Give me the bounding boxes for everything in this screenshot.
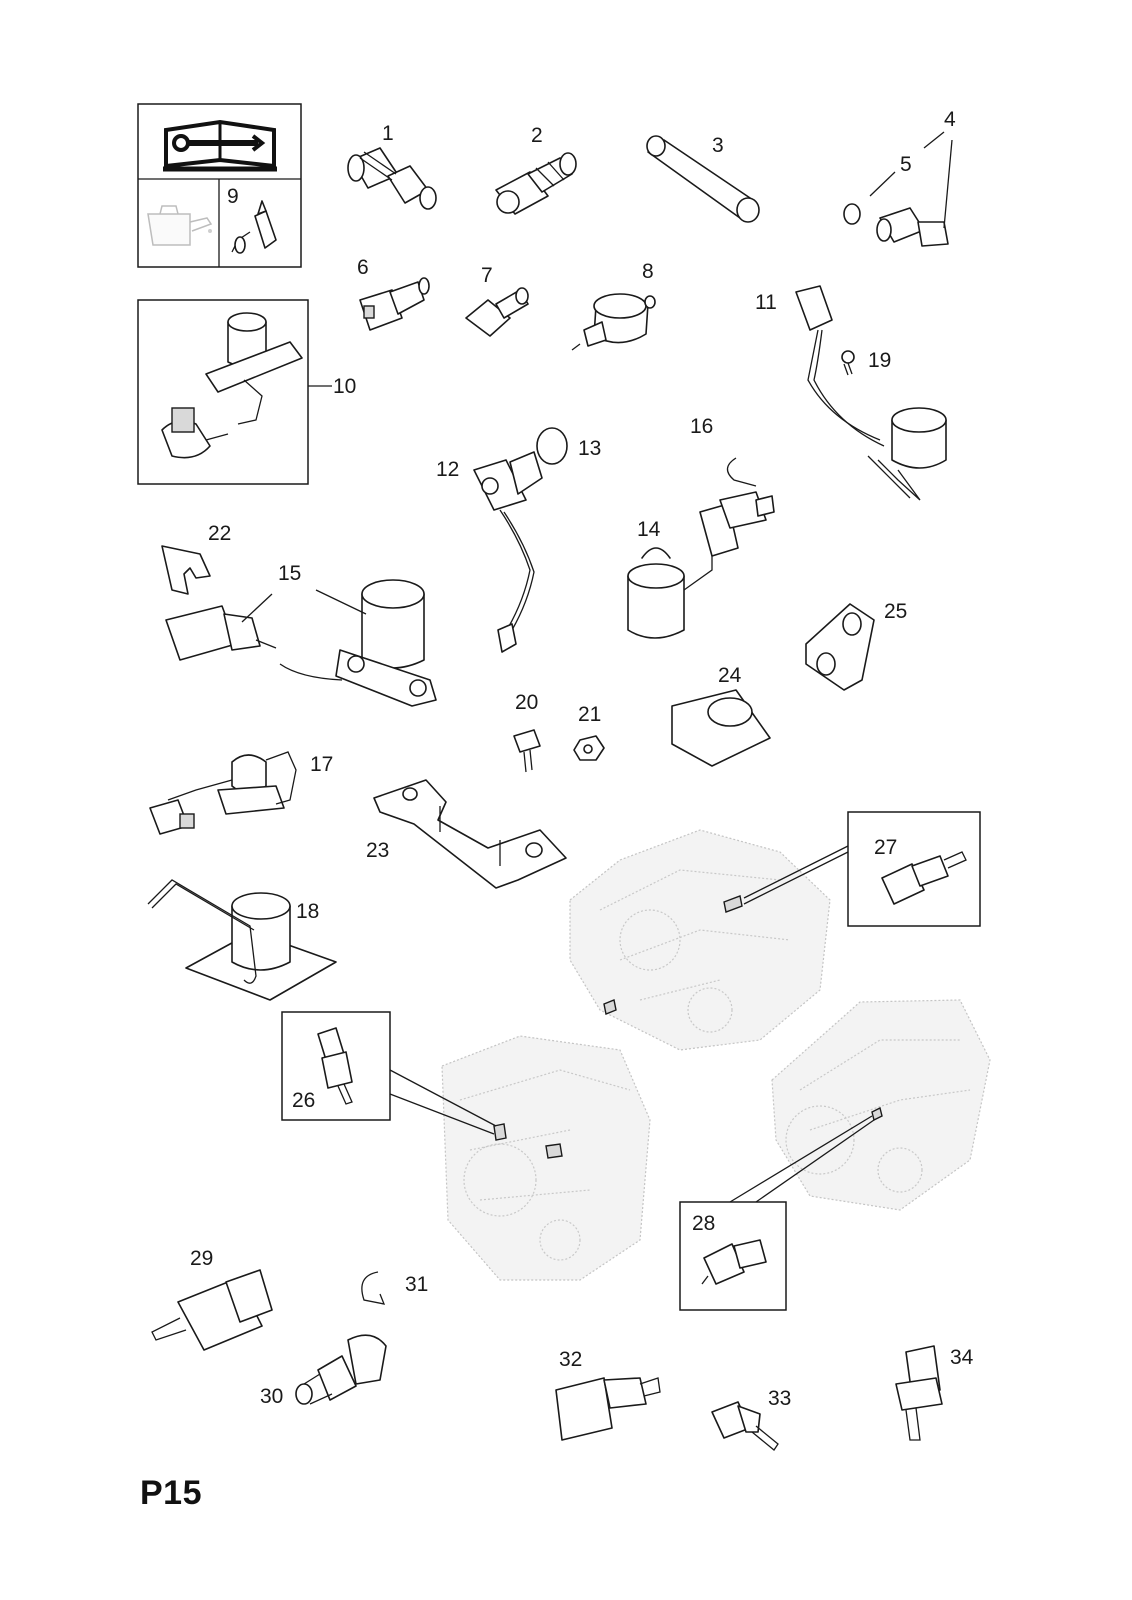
callout-6: 6 — [357, 256, 369, 279]
callout-26: 26 — [292, 1089, 315, 1112]
callout-25: 25 — [884, 600, 907, 623]
part-11-wiring-sensor — [795, 285, 947, 501]
part-28-box — [679, 1115, 875, 1311]
part-8-knock-sensor — [571, 293, 656, 351]
callout-1: 1 — [382, 122, 394, 145]
callout-11: 11 — [755, 291, 777, 314]
engine-2-sensor-marker-2 — [545, 1143, 563, 1159]
callout-23: 23 — [366, 839, 389, 862]
part-23-bracket — [373, 779, 567, 889]
part-15-solenoid-assembly — [165, 579, 437, 707]
part-1-oil-pressure-switch — [347, 147, 437, 210]
part-2-oil-pressure-switch — [495, 152, 577, 215]
engine-illustration-3 — [771, 999, 991, 1211]
part-18-solenoid-plate — [147, 879, 337, 1001]
sealant-tube-icon — [231, 200, 277, 254]
callout-12: 12 — [436, 458, 459, 481]
callout-21: 21 — [578, 703, 601, 726]
part-34-sensor — [895, 1345, 943, 1441]
callout-33: 33 — [768, 1387, 791, 1410]
callout-16: 16 — [690, 415, 713, 438]
part-7-sensor — [465, 287, 529, 337]
engine-1-sensor-marker — [723, 895, 743, 913]
callout-2: 2 — [531, 124, 543, 147]
part-22-clip — [161, 545, 211, 595]
callout-17: 17 — [310, 753, 333, 776]
callout-3: 3 — [712, 134, 724, 157]
callout-19: 19 — [868, 349, 891, 372]
part-31-clip — [361, 1271, 386, 1305]
callout-30: 30 — [260, 1385, 283, 1408]
callout-20: 20 — [515, 691, 538, 714]
part-24-cover — [671, 689, 771, 767]
part-20-bolt — [513, 729, 541, 773]
callout-labels: 1 2 3 4 5 6 7 8 10 11 12 13 14 15 16 17 … — [190, 108, 974, 1410]
page-code: P15 — [140, 1474, 202, 1512]
engine-illustration-1 — [569, 829, 831, 1051]
part-3-sleeve — [646, 135, 760, 223]
part-26-box — [281, 1011, 497, 1135]
part-30-sensor — [295, 1334, 387, 1405]
engine-2-sensor-marker — [493, 1123, 507, 1141]
legend-box: 9 — [137, 103, 302, 268]
callout-4: 4 — [944, 108, 956, 131]
engine-1-sensor-marker-2 — [603, 999, 617, 1015]
callout-10: 10 — [333, 375, 356, 398]
part-21-nut — [573, 735, 605, 761]
engine-3-sensor-marker — [871, 1106, 883, 1122]
part-27-box — [743, 811, 981, 927]
part-33-sensor — [711, 1401, 779, 1451]
callout-24: 24 — [718, 664, 742, 687]
callout-29: 29 — [190, 1247, 213, 1270]
callout-28: 28 — [692, 1212, 715, 1235]
manual-book-wrench-icon — [163, 119, 277, 172]
part-16-clip — [726, 457, 757, 487]
callout-5: 5 — [900, 153, 912, 176]
callout-27: 27 — [874, 836, 897, 859]
callout-13: 13 — [578, 437, 601, 460]
callout-31: 31 — [405, 1273, 428, 1296]
part-32-sensor — [555, 1377, 661, 1441]
callout-8: 8 — [642, 260, 654, 283]
callout-14: 14 — [637, 518, 661, 541]
oil-can-icon — [147, 205, 213, 246]
callout-9: 9 — [227, 185, 239, 208]
callout-34: 34 — [950, 1346, 974, 1369]
part-29-temperature-sensor — [151, 1269, 273, 1351]
engine-illustration-2 — [441, 1035, 651, 1281]
callout-15: 15 — [278, 562, 301, 585]
part-10-box — [137, 299, 332, 485]
part-19-bolt — [841, 350, 855, 376]
part-14-sensor-assembly — [627, 491, 775, 639]
part-6-sensor — [359, 277, 430, 331]
callout-18: 18 — [296, 900, 319, 923]
callout-32: 32 — [559, 1348, 582, 1371]
callout-22: 22 — [208, 522, 231, 545]
callout-7: 7 — [481, 264, 493, 287]
part-4-5-switch-and-seal — [843, 131, 953, 247]
part-25-bracket — [805, 603, 875, 691]
part-12-sensor-with-lead — [473, 451, 543, 653]
part-13-o-ring — [536, 427, 568, 465]
part-17-solenoid-with-lead — [149, 751, 297, 835]
